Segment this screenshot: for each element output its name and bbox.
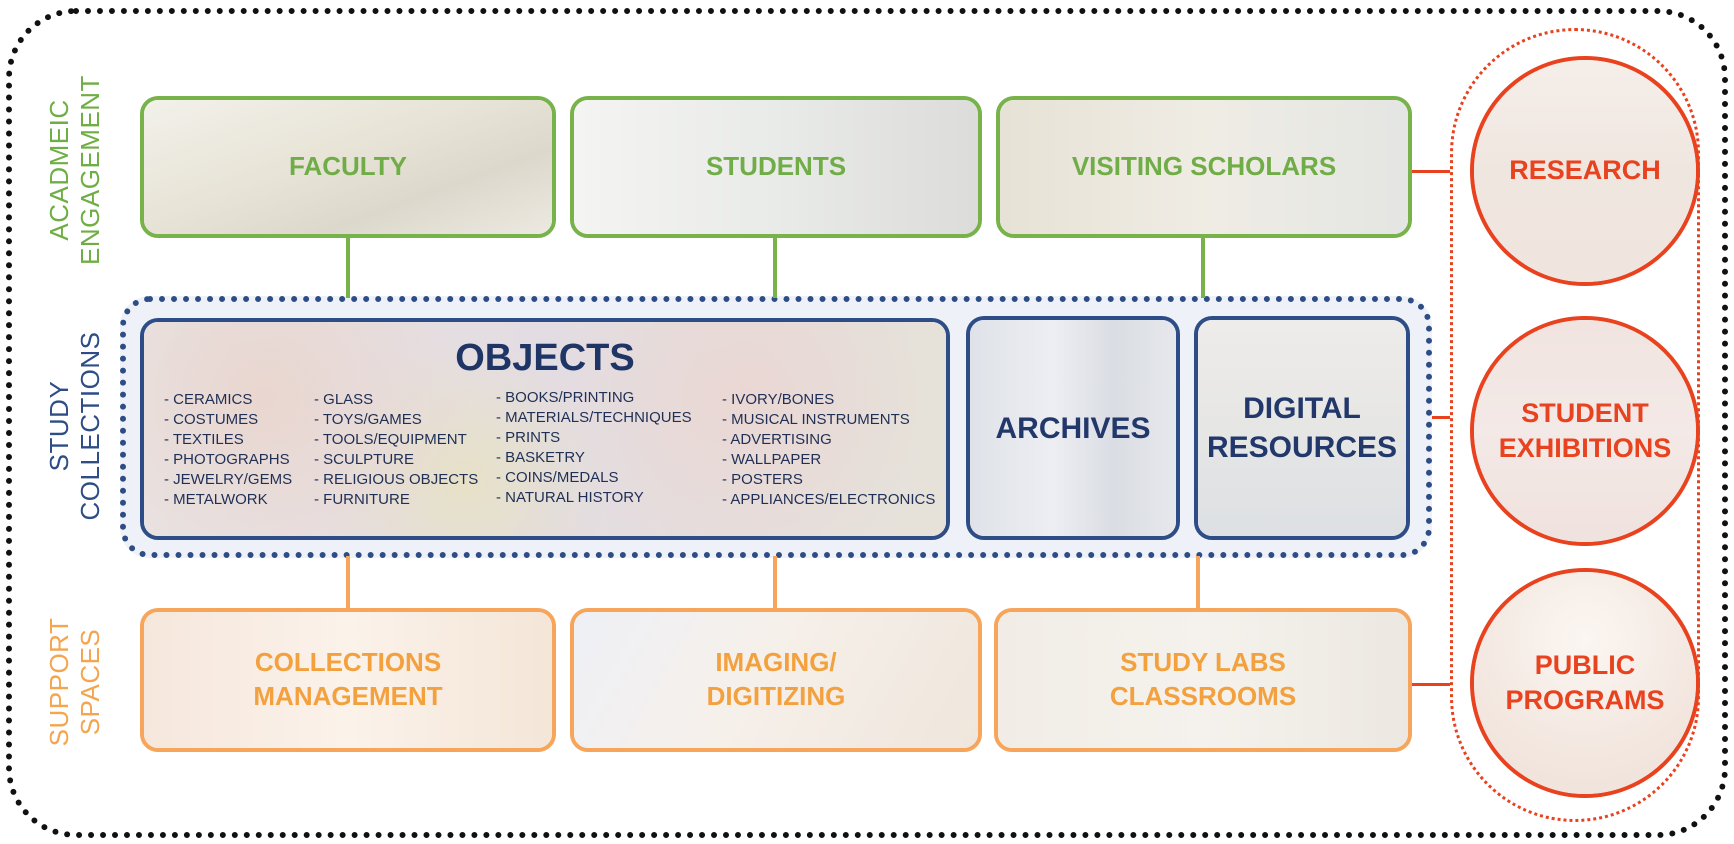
side-label-line: SUPPORT — [43, 617, 74, 747]
object-item: - RELIGIOUS OBJECTS — [314, 471, 479, 488]
connector-imaging — [773, 556, 777, 608]
objects-column-3: - BOOKS/PRINTING - MATERIALS/TECHNIQUES … — [496, 388, 692, 508]
object-item: - MATERIALS/TECHNIQUES — [496, 409, 692, 426]
archives-label: ARCHIVES — [995, 411, 1151, 445]
archives-photo — [970, 320, 1176, 536]
public-programs-label-line1: PUBLIC — [1534, 649, 1636, 680]
study-labs-photo — [998, 612, 1408, 748]
faculty-photo — [144, 100, 552, 234]
object-item: - BASKETRY — [496, 449, 585, 466]
object-item: - TOYS/GAMES — [314, 411, 422, 428]
objects-photo — [144, 322, 946, 536]
digital-resources-box[interactable]: DIGITAL RESOURCES — [1194, 316, 1410, 540]
object-item: - JEWELRY/GEMS — [164, 471, 293, 488]
imaging-digitizing-box[interactable]: IMAGING/ DIGITIZING — [570, 608, 982, 752]
collections-management-box[interactable]: COLLECTIONS MANAGEMENT — [140, 608, 556, 752]
connector-labs — [1196, 556, 1200, 608]
digital-resources-label-line2: RESOURCES — [1206, 431, 1398, 464]
connector-faculty — [346, 236, 350, 298]
objects-title: OBJECTS — [455, 337, 635, 379]
research-label: RESEARCH — [1509, 155, 1661, 186]
students-photo — [574, 100, 978, 234]
object-item: - TEXTILES — [164, 431, 244, 448]
objects-box[interactable]: OBJECTS - CERAMICS - COSTUMES - TEXTILES… — [140, 318, 950, 540]
side-label-line: STUDY — [43, 380, 74, 472]
public-programs-photo — [1474, 572, 1696, 794]
object-item: - NATURAL HISTORY — [496, 489, 644, 506]
public-programs-circle[interactable]: PUBLIC PROGRAMS — [1470, 568, 1700, 798]
object-item: - WALLPAPER — [722, 451, 822, 468]
connector-collections-mgmt — [346, 556, 350, 608]
connector-students — [773, 236, 777, 298]
object-item: - MUSICAL INSTRUMENTS — [722, 411, 910, 428]
collections-management-label-line1: COLLECTIONS — [254, 647, 442, 678]
digital-resources-photo — [1198, 320, 1406, 536]
connector-research — [1412, 170, 1450, 173]
side-label-line: ENGAGEMENT — [75, 75, 105, 265]
object-item: - COSTUMES — [164, 411, 259, 428]
archives-box[interactable]: ARCHIVES — [966, 316, 1180, 540]
connector-exhibitions — [1432, 416, 1450, 419]
student-exhibitions-label-line2: EXHIBITIONS — [1498, 433, 1672, 463]
study-labs-label-line2: CLASSROOMS — [1109, 681, 1297, 711]
side-label-line: ACADMEIC — [43, 99, 74, 241]
imaging-digitizing-photo — [574, 612, 978, 748]
object-item: - CERAMICS — [164, 391, 253, 408]
object-item: - TOOLS/EQUIPMENT — [314, 431, 467, 448]
faculty-box[interactable]: FACULTY — [140, 96, 556, 238]
objects-column-4: - IVORY/BONES - MUSICAL INSTRUMENTS - AD… — [722, 390, 935, 510]
side-label-academic-engagement: ACADMEIC ENGAGEMENT — [43, 75, 105, 265]
object-item: - IVORY/BONES — [722, 391, 835, 408]
research-photo — [1474, 60, 1696, 282]
object-item: - PHOTOGRAPHS — [164, 451, 290, 468]
connector-programs — [1412, 683, 1450, 686]
research-circle[interactable]: RESEARCH — [1470, 56, 1700, 286]
connector-visiting — [1201, 236, 1205, 298]
object-item: - ADVERTISING — [722, 431, 832, 448]
objects-column-2: - GLASS - TOYS/GAMES - TOOLS/EQUIPMENT -… — [314, 390, 478, 510]
object-item: - POSTERS — [722, 471, 803, 488]
digital-resources-label-line1: DIGITAL — [1243, 392, 1361, 425]
side-label-line: SPACES — [75, 628, 105, 736]
imaging-digitizing-label-line2: DIGITIZING — [706, 681, 846, 711]
public-programs-label-line2: PROGRAMS — [1505, 685, 1665, 715]
visiting-scholars-box[interactable]: VISITING SCHOLARS — [996, 96, 1412, 238]
faculty-label: FACULTY — [289, 151, 407, 182]
visiting-scholars-label: VISITING SCHOLARS — [1071, 151, 1337, 182]
student-exhibitions-circle[interactable]: STUDENT EXHIBITIONS — [1470, 316, 1700, 546]
object-item: - FURNITURE — [314, 491, 410, 508]
imaging-digitizing-label-line1: IMAGING/ — [715, 647, 837, 678]
visiting-scholars-photo — [1000, 100, 1408, 234]
student-exhibitions-photo — [1474, 320, 1696, 542]
object-item: - APPLIANCES/ELECTRONICS — [722, 491, 936, 508]
object-item: - SCULPTURE — [314, 451, 415, 468]
object-item: - METALWORK — [164, 491, 268, 508]
side-label-study-collections: STUDY COLLECTIONS — [43, 332, 105, 521]
side-label-line: COLLECTIONS — [75, 331, 105, 521]
objects-column-1: - CERAMICS - COSTUMES - TEXTILES - PHOTO… — [164, 390, 292, 510]
outer-dotted-frame — [6, 8, 1728, 838]
students-box[interactable]: STUDENTS — [570, 96, 982, 238]
student-exhibitions-label-line1: STUDENT — [1521, 397, 1649, 428]
study-labs-box[interactable]: STUDY LABS CLASSROOMS — [994, 608, 1412, 752]
object-item: - GLASS — [314, 391, 374, 408]
object-item: - BOOKS/PRINTING — [496, 389, 635, 406]
study-labs-label-line1: STUDY LABS — [1120, 647, 1286, 678]
students-label: STUDENTS — [705, 151, 847, 182]
side-label-support-spaces: SUPPORT SPACES — [43, 612, 105, 752]
collections-management-photo — [144, 612, 552, 748]
collections-management-label-line2: MANAGEMENT — [253, 681, 443, 711]
object-item: - COINS/MEDALS — [496, 469, 619, 486]
object-item: - PRINTS — [496, 429, 561, 446]
